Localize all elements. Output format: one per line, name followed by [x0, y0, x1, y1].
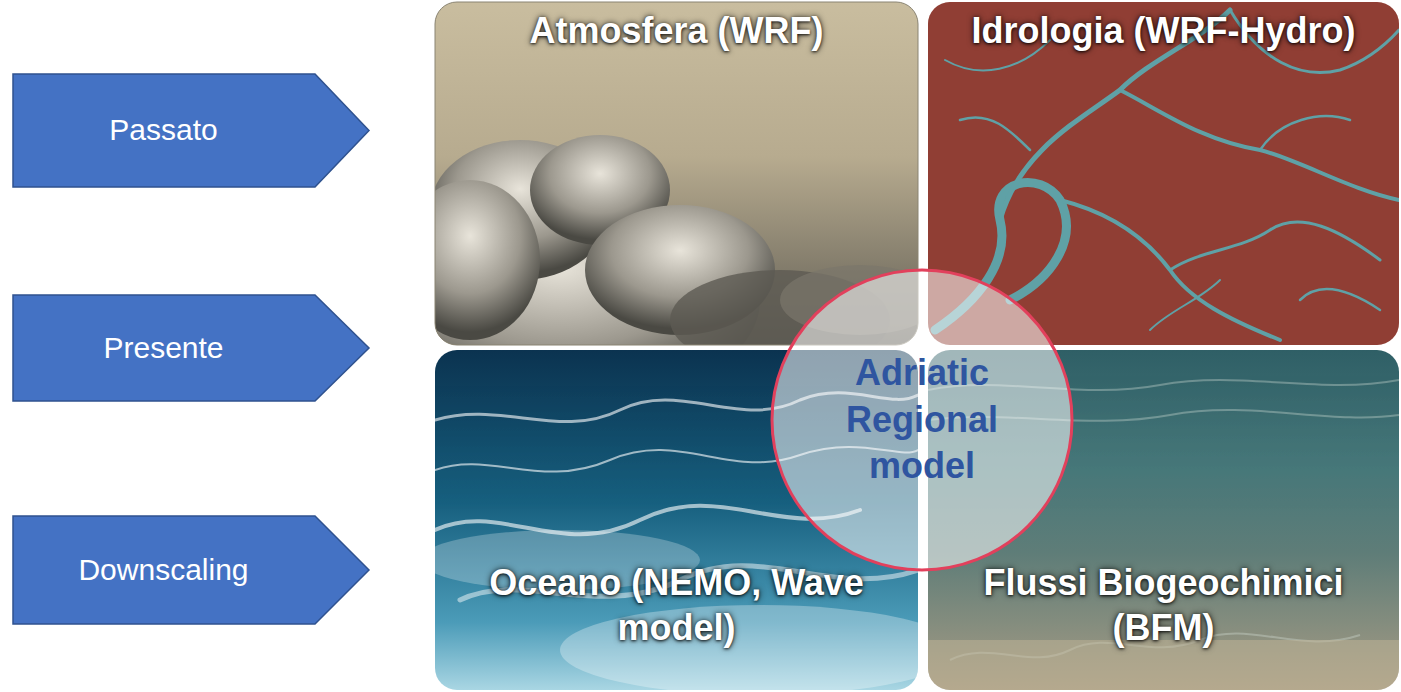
- tile-title: Atmosfera (WRF): [530, 8, 824, 53]
- arrow-outline: [13, 516, 369, 624]
- tile-title: Idrologia (WRF-Hydro): [972, 8, 1356, 53]
- period-arrow: Passato: [12, 73, 370, 188]
- arrow-outline: [13, 74, 369, 187]
- model-title: Adriatic Regional model: [808, 350, 1036, 490]
- circle-outline: [772, 270, 1072, 570]
- model-tile: Oceano (NEMO, Wave model): [435, 350, 918, 690]
- regional-model-circle: Adriatic Regional model: [770, 268, 1074, 572]
- period-label: Presente: [103, 331, 223, 366]
- period-label: Passato: [109, 113, 217, 148]
- period-arrow: Presente: [12, 294, 370, 402]
- arrow-outline: [13, 295, 369, 401]
- model-tile: Flussi Biogeochimici (BFM): [928, 350, 1399, 690]
- period-arrow: Downscaling: [12, 515, 370, 625]
- tile-title: Oceano (NEMO, Wave model): [445, 560, 908, 650]
- tile-title: Flussi Biogeochimici (BFM): [938, 560, 1389, 650]
- period-label: Downscaling: [78, 553, 248, 588]
